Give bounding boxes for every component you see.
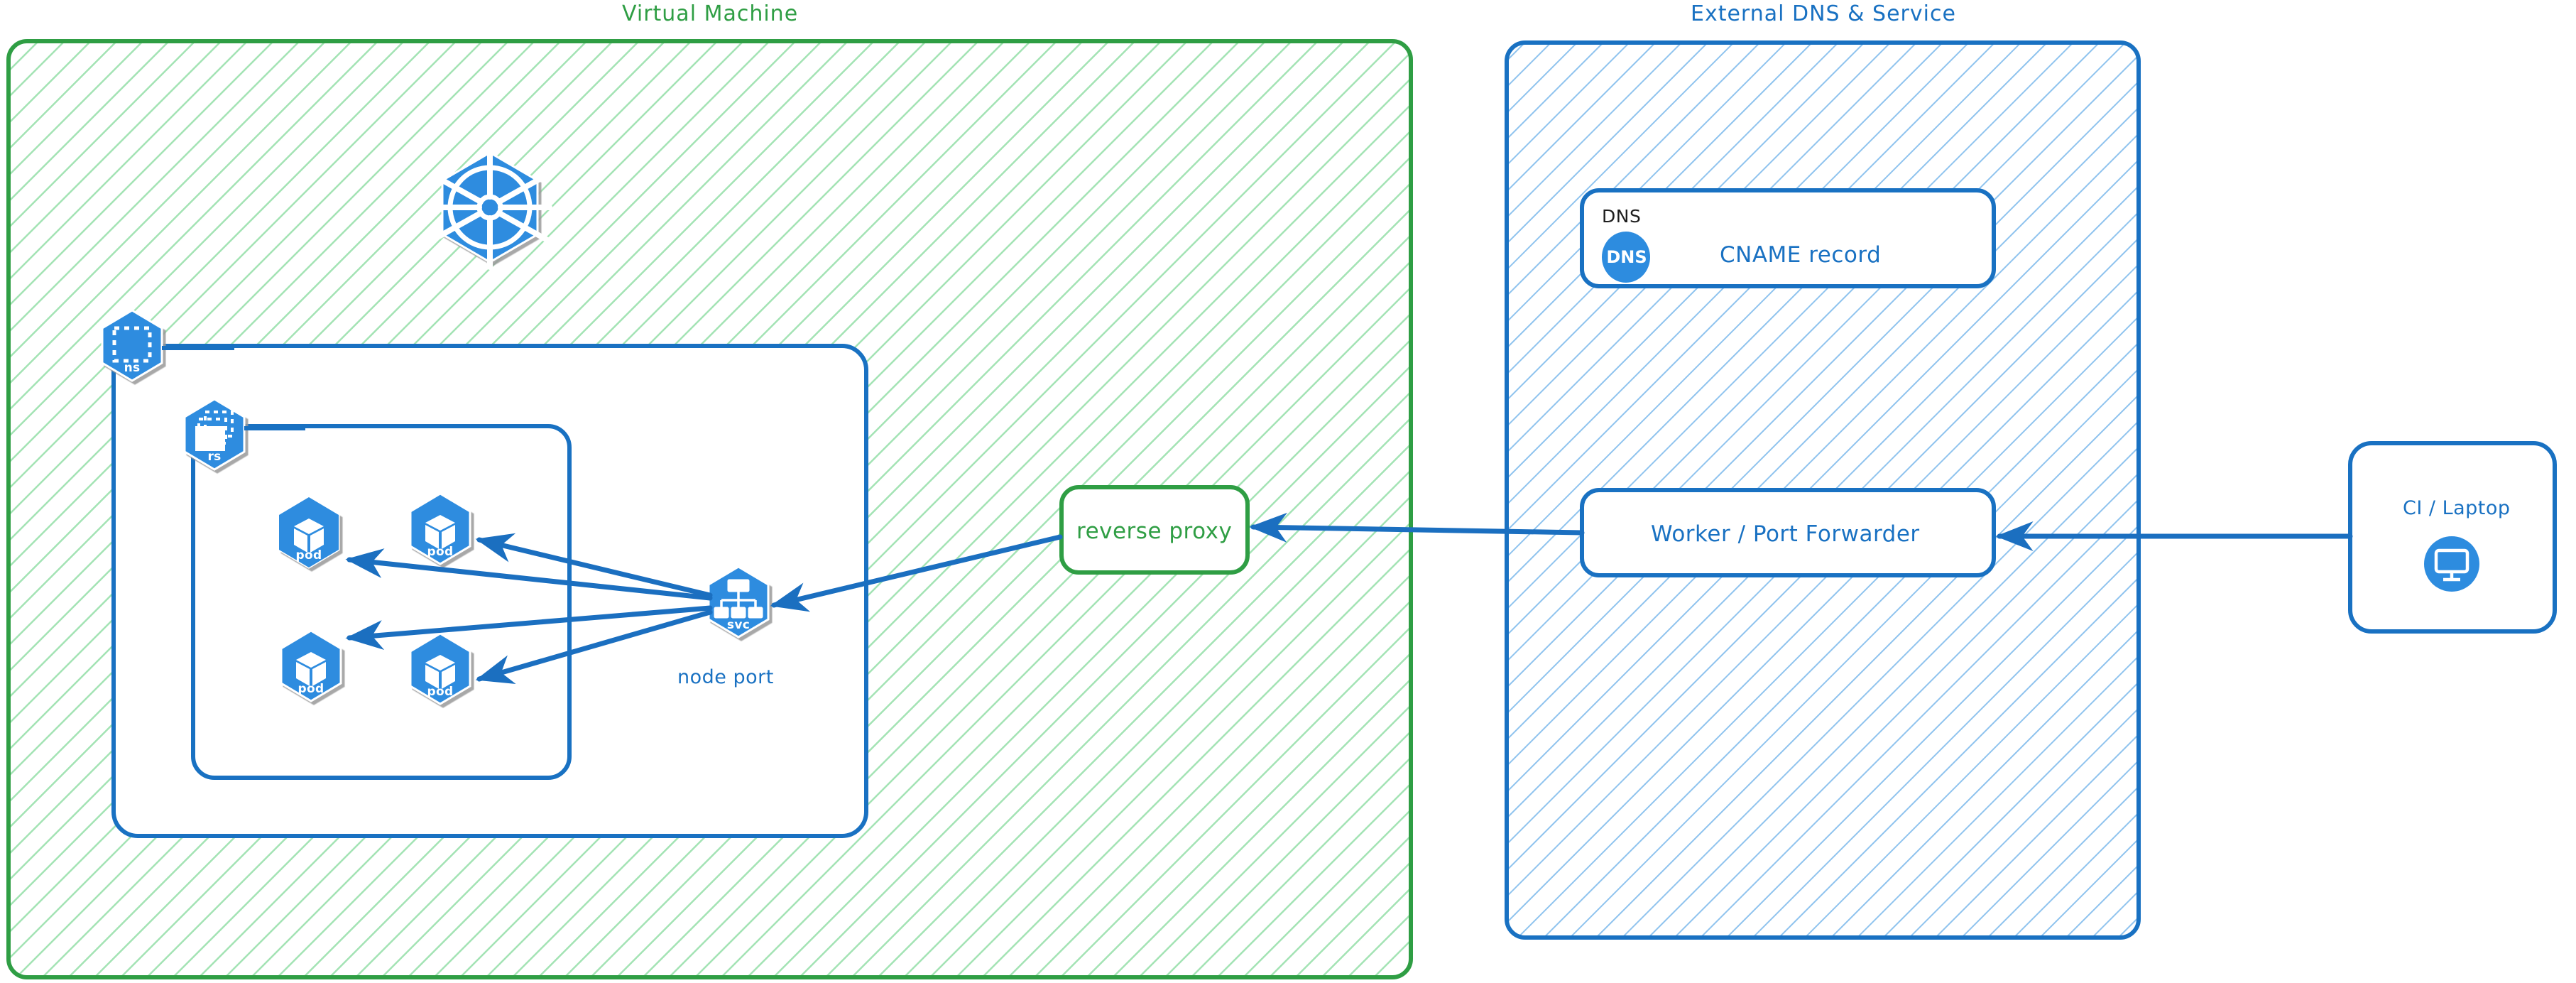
vm-group-border [6,39,1413,979]
dns-card-tag: DNS [1602,206,1642,227]
replicaset-container [191,424,572,780]
k8s-svc-icon [707,565,770,639]
cname-record-label: CNAME record [1720,242,1882,268]
flow-proxy-to-svc [770,534,1063,612]
dns-badge-label: DNS [1606,247,1647,267]
icon-connectors [162,346,305,430]
reverse-proxy-label: reverse proxy [1076,518,1233,544]
flow-svc-to-pod-3 [345,605,713,651]
flow-svc-to-pod-1 [345,548,713,601]
flow-svc-to-pod-2 [475,533,713,598]
flow-arrows [345,512,2353,684]
dns-badge-icon [1602,232,1650,283]
k8s-ns-icon [101,309,163,382]
vm-group-title: Virtual Machine [622,1,799,26]
k8s-pod-icon [280,629,342,702]
worker-port-forwarder-label: Worker / Port Forwarder [1651,521,1920,547]
k8s-rs-icon [183,398,246,471]
kubernetes-logo-wheel [427,145,552,270]
external-group-border [1505,40,2141,940]
flow-svc-to-pod-4 [475,609,713,684]
external-group-title: External DNS & Service [1691,1,1956,26]
k8s-pod-icon [278,496,340,569]
node-port-label: node port [677,666,774,688]
flow-worker-to-proxy [1249,512,1585,543]
desktop-monitor-icon [2424,536,2479,592]
ci-laptop-label: CI / Laptop [2403,497,2511,519]
reverse-proxy-box[interactable] [1059,485,1250,575]
dns-card[interactable] [1580,188,1996,288]
k8s-pod-icon [409,632,471,705]
k8s-pod-icon [409,492,471,565]
